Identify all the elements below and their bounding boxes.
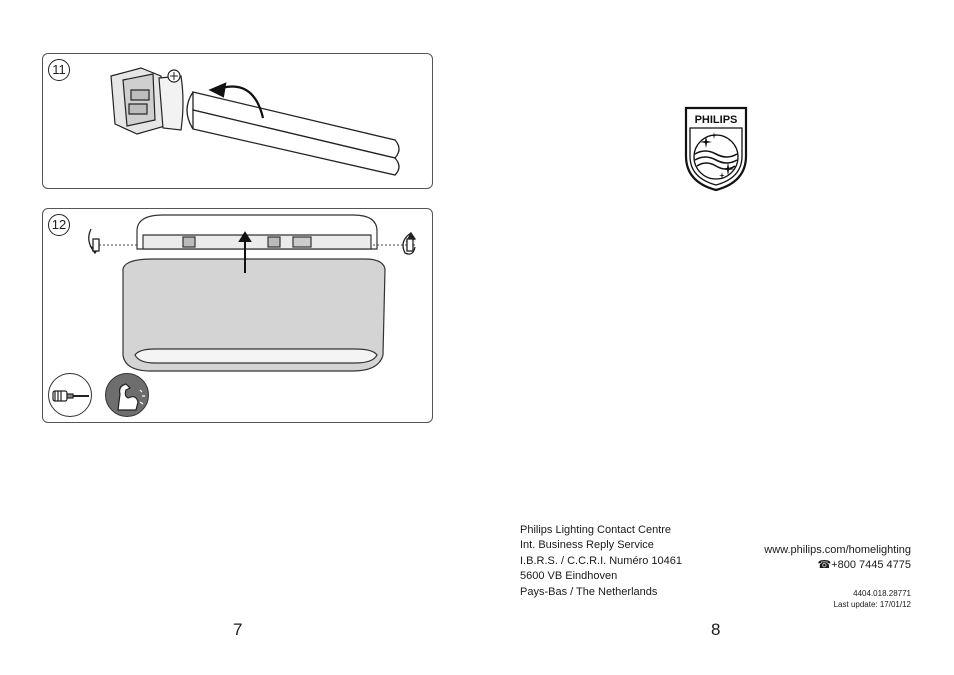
phone-line: ☎+800 7445 4775 [764,558,911,573]
step-12-panel: 12 [42,208,433,423]
address-line: I.B.R.S. / C.C.R.I. Numéro 10461 [520,554,683,567]
lamp-shade [122,258,386,372]
lamp-tube-illustration [110,67,400,176]
contact-info: www.philips.com/homelighting ☎+800 7445 … [764,543,911,574]
logo-wordmark: PHILIPS [695,114,738,126]
document-codes: 4404.018.28771 Last update: 17/01/12 [834,588,911,610]
lamp-holder [110,67,184,135]
screw-right [402,231,417,255]
screwdriver-tool-icon [48,373,92,417]
ceiling-base [136,214,378,250]
phone-number: +800 7445 4775 [831,559,911,572]
telephone-icon: ☎ [817,559,832,572]
address-line: Philips Lighting Contact Centre [520,524,672,536]
lamp-shade-illustration [88,214,417,372]
fluorescent-tube [186,91,400,176]
strength-arm-icon [105,373,149,417]
page-number-right: 8 [711,620,721,639]
address-line: 5600 VB Eindhoven [520,570,618,583]
philips-shield-logo: PHILIPS [684,106,748,192]
step-number: 12 [48,214,70,236]
step-11-panel: 11 [42,53,433,189]
document-code: 4404.018.28771 [853,589,911,598]
lift-arrow [238,231,252,273]
address-line: Pays-Bas / The Netherlands [520,585,658,598]
contact-address: Philips Lighting Contact Centre Int. Bus… [520,523,682,600]
address-line: Int. Business Reply Service [520,539,654,552]
page-number-left: 7 [233,620,243,639]
rotation-arrow [208,82,265,119]
screw-left [88,228,100,255]
website-link[interactable]: www.philips.com/homelighting [764,544,911,556]
step-number: 11 [48,59,70,81]
last-update: Last update: 17/01/12 [833,600,911,609]
